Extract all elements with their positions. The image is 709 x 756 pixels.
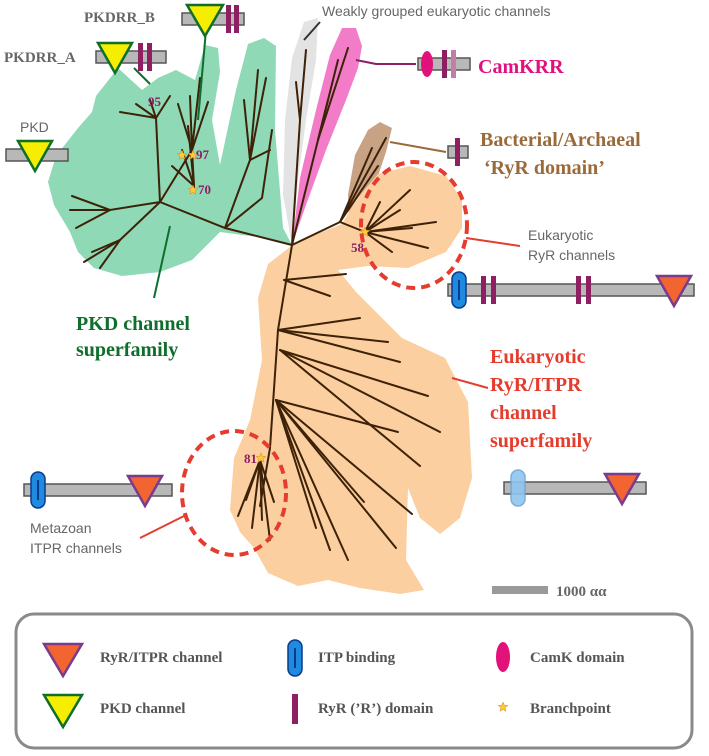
support-58: 58 — [351, 240, 365, 255]
pkdrr-b-domain-schematic — [181, 3, 245, 39]
ryr-clade-shading — [230, 166, 472, 594]
ryr-superfamily-label-line1: Eukaryotic — [490, 346, 586, 368]
support-95: 95 — [148, 94, 162, 109]
pkdrr-b-label: PKDRR_B — [84, 10, 155, 26]
legend-pkd-channel-icon — [41, 693, 85, 730]
legend-ryr-itpr-channel-icon — [41, 642, 85, 679]
pkd-superfamily-label-line1: PKD channel — [76, 313, 190, 335]
scale-label: 1000 αα — [556, 584, 607, 600]
euk-ryr-label-line1: Eukaryotic — [528, 227, 593, 243]
legend-camk-domain-icon — [496, 642, 510, 672]
ryr-domain-icon — [491, 276, 496, 304]
legend-pkd-channel-label: PKD channel — [100, 701, 185, 717]
euk-ryr-leader-line — [465, 237, 521, 247]
legend-ryr-domain-icon — [292, 694, 298, 724]
ryr-domain-icon — [226, 5, 231, 33]
ryr-superfamily-label-line4: superfamily — [490, 430, 592, 452]
ryr-domain-icon — [451, 50, 456, 78]
pkdrr-b-leader-line — [197, 29, 207, 121]
ryr-domain-icon — [586, 276, 591, 304]
pkdrr-a-domain-schematic — [95, 41, 167, 76]
euk-ryr-domain-schematic — [447, 271, 695, 309]
legend-ryr-domain-label: RyR (’R’) domain — [318, 701, 434, 717]
camkrr-domain-schematic — [417, 50, 471, 78]
pkd-channel-icon — [95, 41, 135, 76]
weakly-grouped-label: Weakly grouped eukaryotic channels — [322, 3, 551, 19]
pkd-super-leader-line — [153, 225, 171, 299]
legend-branchpoint-label: Branchpoint — [530, 701, 611, 717]
eukaryotic-ryr-dashed-circle — [359, 160, 469, 290]
ryr-itpr-channel-icon — [654, 274, 694, 309]
camk-domain-icon — [421, 51, 433, 77]
ryr-domain-icon — [576, 276, 581, 304]
bacterial-leader-line — [389, 141, 447, 153]
ryr-domain-icon — [138, 43, 143, 71]
itp-binding-icon — [510, 469, 526, 507]
camkrr-leader-line — [355, 59, 416, 65]
ryr-itpr-channel-icon — [602, 472, 642, 507]
pkdrr-a-leader-line — [133, 67, 151, 85]
legend-itp-binding-label: ITP binding — [318, 650, 396, 666]
ryr-domain-icon — [234, 5, 239, 33]
pkd-domain-schematic — [5, 139, 69, 174]
ryr-super-leader-line — [451, 377, 489, 389]
ryr-itpr-channel-icon — [125, 474, 165, 509]
camkrr-clade-shading — [292, 28, 362, 245]
weak-clade-shading — [283, 18, 318, 245]
metazoan-label-line2: ITPR channels — [30, 540, 122, 556]
right-itpr-domain-schematic — [503, 469, 647, 507]
pkd-channel-icon — [15, 139, 55, 174]
pkd-label: PKD — [20, 119, 49, 135]
metazoan-itpr-dashed-circle — [180, 429, 288, 557]
camkrr-label: CamKRR — [478, 56, 564, 78]
ryr-domain-icon — [147, 43, 152, 71]
ryr-domain-icon — [442, 50, 447, 78]
support-81: 81 — [244, 451, 257, 466]
scale-bar — [492, 586, 548, 594]
ryr-domain-icon — [455, 138, 460, 166]
legend-ryr-itpr-channel-label: RyR/ITPR channel — [100, 650, 222, 666]
ryr-superfamily-label-line3: channel — [490, 402, 557, 424]
pkd-clade-shading — [48, 38, 292, 276]
euk-ryr-label-line2: RyR channels — [528, 247, 615, 263]
legend-camk-domain-label: CamK domain — [530, 650, 625, 666]
pkd-superfamily-label-line2: superfamily — [76, 339, 178, 361]
ryr-domain-icon — [481, 276, 486, 304]
pkdrr-a-label: PKDRR_A — [4, 50, 76, 66]
metazoan-itpr-domain-schematic — [23, 471, 173, 509]
support-70: 70 — [198, 182, 211, 197]
metazoan-leader-line — [139, 515, 185, 539]
bacterial-domain-schematic — [447, 138, 469, 166]
legend: RyR/ITPR channel PKD channel ITP binding… — [14, 612, 694, 750]
support-97: 97 — [196, 147, 210, 162]
weak-leader-line — [303, 21, 321, 41]
pkd-channel-icon — [184, 3, 226, 39]
legend-box — [14, 612, 694, 750]
metazoan-label-line1: Metazoan — [30, 520, 91, 536]
ryr-superfamily-label-line2: RyR/ITPR — [490, 374, 582, 396]
bacterial-label-line2: ‘RyR domain’ — [484, 157, 605, 179]
bacterial-label-line1: Bacterial/Archaeal — [480, 129, 641, 151]
